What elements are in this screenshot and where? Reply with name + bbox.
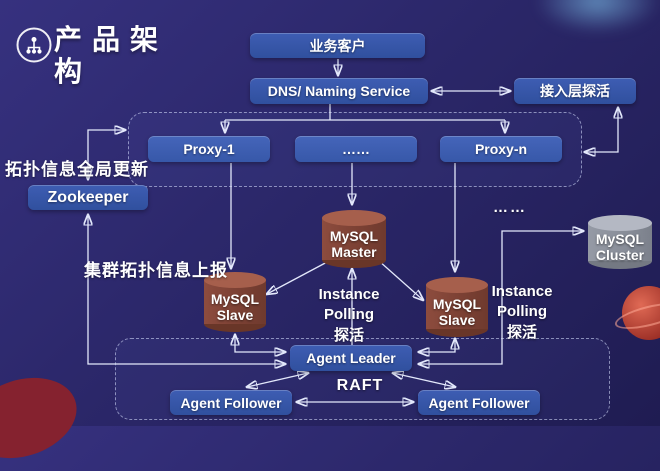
node-business-client: 业务客户 (250, 33, 425, 58)
red-planet-decoration (622, 286, 660, 340)
org-hierarchy-icon (14, 25, 54, 70)
edge-leader-cluster (419, 231, 583, 364)
node-proxy-n-label: Proxy-n (474, 141, 528, 157)
edge-leader-slave-right (419, 339, 455, 352)
polling-right-line3: 探活 (506, 323, 537, 341)
node-mysql-cluster: MySQL Cluster (588, 215, 652, 269)
node-agent-follower-right: Agent Follower (418, 390, 540, 415)
node-zookeeper-label: Zookeeper (47, 188, 129, 206)
node-mysql-slave-right: MySQL Slave (426, 277, 488, 337)
polling-right-line1: Instance (491, 283, 553, 300)
mysql-cluster-line1: MySQL (595, 231, 645, 248)
edge-master-slave-right (378, 260, 423, 300)
label-topology-global-update: 拓扑信息全局更新 (5, 160, 149, 179)
edge-leader-follower-left (247, 373, 308, 387)
page-title-line2: 构 (54, 56, 93, 88)
edge-zookeeper-proxygroup (88, 130, 125, 179)
node-mysql-cluster-label: MySQL Cluster (584, 227, 656, 269)
node-dns-label: DNS/ Naming Service (267, 83, 411, 99)
node-access-layer-probe-label: 接入层探活 (540, 83, 610, 99)
page-title: 产品架 构 (54, 24, 168, 88)
label-instance-polling-right: Instance Polling 探活 (487, 282, 557, 343)
node-agent-follower-left: Agent Follower (170, 390, 292, 415)
mysql-slave-right-line2: Slave (438, 312, 476, 328)
polling-left-line3: 探活 (333, 326, 364, 344)
label-instance-polling-left: Instance Polling 探活 (314, 285, 384, 346)
mysql-slave-right-line1: MySQL (432, 296, 482, 313)
node-proxy-n: Proxy-n (440, 136, 562, 162)
connection-lines (0, 59, 660, 426)
node-access-layer-probe: 接入层探活 (514, 78, 636, 104)
polling-left-line1: Instance (318, 286, 380, 303)
node-proxy-1-label: Proxy-1 (183, 141, 235, 157)
node-agent-follower-right-label: Agent Follower (428, 394, 530, 411)
node-proxy-1: Proxy-1 (148, 136, 270, 162)
mysql-master-line2: Master (331, 244, 377, 260)
label-cluster-ellipsis: …… (493, 199, 527, 216)
node-dns-naming-service: DNS/ Naming Service (250, 78, 428, 104)
node-mysql-slave-right-label: MySQL Slave (422, 289, 492, 337)
edge-leader-slave-left (235, 335, 285, 352)
edge-master-slave-left (267, 260, 330, 294)
page-title-line1: 产品架 (54, 24, 169, 55)
mysql-slave-left-line2: Slave (216, 307, 254, 323)
polling-left-line2: Polling (324, 306, 374, 324)
node-agent-leader: Agent Leader (290, 345, 412, 371)
node-business-client-label: 业务客户 (309, 37, 366, 54)
cylinder-top (322, 210, 386, 226)
node-mysql-master: MySQL Master (322, 210, 386, 268)
node-agent-follower-left-label: Agent Follower (180, 394, 282, 411)
polling-right-line2: Polling (497, 303, 547, 321)
node-zookeeper: Zookeeper (28, 185, 148, 210)
edge-proxygroup-probe (585, 108, 618, 152)
node-mysql-slave-left-label: MySQL Slave (200, 284, 270, 332)
node-agent-leader-label: Agent Leader (306, 350, 396, 366)
edge-leader-follower-right (393, 373, 455, 387)
node-mysql-slave-left: MySQL Slave (204, 272, 266, 332)
edge-leader-zookeeper (88, 215, 285, 364)
node-mysql-master-label: MySQL Master (318, 222, 390, 268)
mysql-slave-left-line1: MySQL (210, 291, 260, 308)
cylinder-top (588, 215, 652, 231)
label-raft: RAFT (336, 377, 384, 394)
node-proxy-ellipsis: …… (295, 136, 417, 162)
node-proxy-ellipsis-label: …… (342, 141, 370, 157)
mysql-master-line1: MySQL (329, 228, 379, 245)
mysql-cluster-line2: Cluster (595, 247, 645, 263)
label-cluster-topology-report: 集群拓扑信息上报 (84, 261, 228, 280)
